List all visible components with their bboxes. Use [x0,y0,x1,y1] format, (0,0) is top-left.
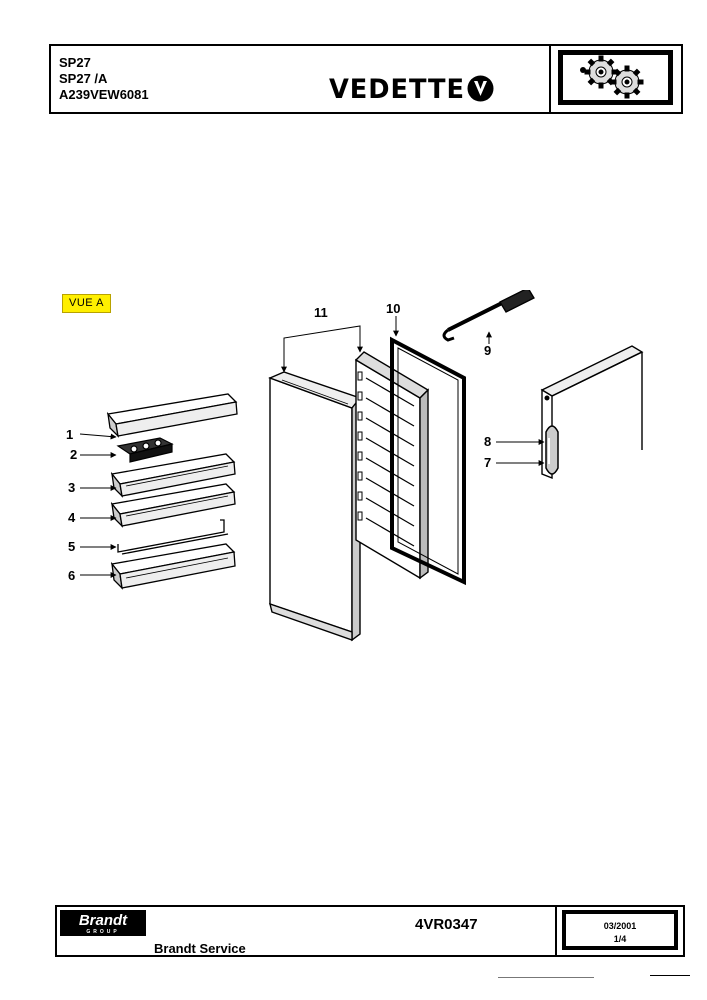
scan-artifact-line [498,977,594,978]
view-label: VUE A [62,294,111,313]
footer-block: Brandt GROUP Brandt Service 4VR0347 03/2… [55,905,685,957]
gear-logo-panel [549,46,683,112]
part-door-gasket [390,336,466,586]
service-name: Brandt Service [154,941,246,956]
part-hinge-pin [442,290,535,342]
callout-2: 2 [70,447,77,462]
date-page-panel: 03/2001 1/4 [555,907,683,955]
model-code: SP27 [59,55,91,70]
part-egg-tray [116,437,174,463]
part-inner-door-liner [354,351,430,580]
part-door-tray-top [106,393,238,438]
exploded-parts-diagram: 1 2 3 4 5 6 7 8 9 10 11 [66,290,644,642]
document-date: 03/2001 [603,921,637,931]
model-code: SP27 /A [59,71,108,86]
part-door-handle [545,425,559,475]
part-door-shelf-bottom [110,543,236,590]
model-code: A239VEW6081 [59,87,149,102]
callout-11: 11 [314,305,328,320]
part-door-panel [268,371,362,642]
brandt-logo: Brandt GROUP [60,910,146,936]
brand-name: VEDETTE [329,74,465,105]
callout-9: 9 [484,343,491,358]
brandt-logo-text: Brandt [78,912,128,929]
date-page-frame: 03/2001 1/4 [562,910,678,950]
page-number: 1/4 [613,934,627,944]
part-door-shelf-4 [110,483,236,528]
brand-v-icon [467,75,494,102]
callout-4: 4 [68,510,76,525]
part-retaining-bar [117,519,229,555]
callout-6: 6 [68,568,75,583]
callout-leaders [79,316,545,578]
callout-8: 8 [484,434,491,449]
callout-3: 3 [68,480,75,495]
model-list: SP27 SP27 /A A239VEW6081 [59,55,149,103]
gear-logo-frame [558,50,673,105]
gears-icon [580,55,644,99]
callout-5: 5 [68,539,75,554]
scan-artifact-line [650,975,690,976]
document-reference: 4VR0347 [415,916,478,933]
brandt-logo-sub: GROUP [86,929,120,935]
title-block: SP27 SP27 /A A239VEW6081 VEDETTE [49,44,683,114]
callout-7: 7 [484,455,491,470]
callout-1: 1 [66,427,73,442]
part-door-shelf-3 [110,453,236,498]
callout-10: 10 [386,301,400,316]
